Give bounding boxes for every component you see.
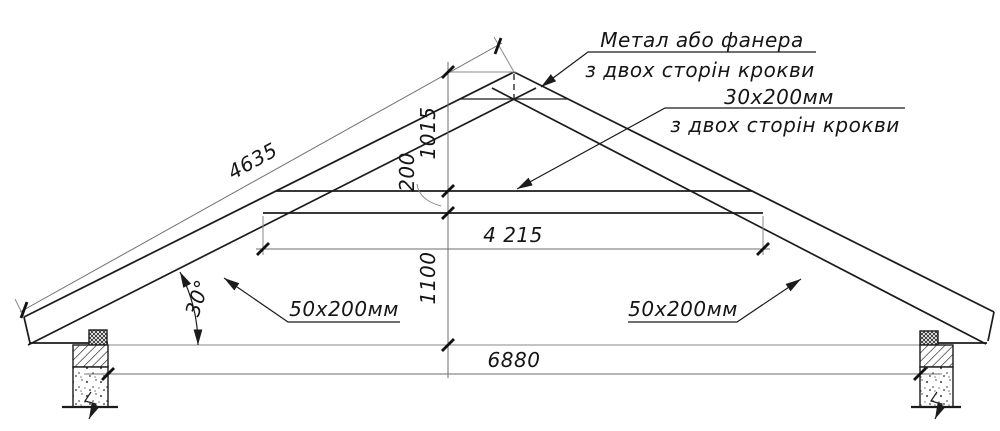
angle-arc bbox=[179, 271, 203, 346]
leader-right-rafter bbox=[628, 278, 802, 323]
right-masonry-block bbox=[919, 344, 954, 368]
tick bbox=[19, 301, 29, 319]
right-break-arrow bbox=[930, 391, 946, 420]
right-rafter-top-edge bbox=[513, 71, 995, 313]
tick bbox=[441, 184, 455, 198]
dimension-collar-length: 4 215 bbox=[256, 216, 770, 256]
callout-ridge-gusset-line1: Метал або фанера bbox=[600, 28, 803, 52]
dim-text-collar-depth: 200 bbox=[395, 152, 419, 192]
dimension-span: 6880 bbox=[86, 348, 942, 381]
tick bbox=[441, 65, 455, 79]
left-masonry-block bbox=[72, 344, 109, 368]
tick bbox=[493, 37, 503, 55]
dim-text-span: 6880 bbox=[488, 348, 541, 372]
dimension-vertical-chain: 1015 200 1100 bbox=[395, 62, 516, 378]
dim-text-collar-to-ceiling: 1100 bbox=[416, 252, 440, 305]
callout-ridge-gusset: Метал або фанера з двох сторін крокви bbox=[540, 28, 816, 88]
callout-left-rafter: 50х200мм bbox=[223, 277, 400, 323]
callout-collar-plank: 30х200мм з двох сторін крокви bbox=[516, 85, 905, 190]
tick bbox=[441, 338, 455, 352]
ext-line-apex bbox=[493, 36, 515, 73]
dim-text-rafter-length: 4635 bbox=[224, 138, 282, 185]
tick bbox=[756, 242, 770, 256]
tick bbox=[101, 367, 115, 381]
tick bbox=[913, 367, 927, 381]
left-rafter-tail-cut bbox=[23, 316, 31, 344]
dim-text-ridge-to-collar: 1015 bbox=[416, 107, 440, 160]
callout-collar-plank-line2: з двох сторін крокви bbox=[670, 113, 899, 137]
callout-right-rafter-label: 50х200мм bbox=[628, 297, 738, 321]
dimension-roof-pitch: 30° bbox=[179, 271, 214, 346]
callout-left-rafter-label: 50х200мм bbox=[289, 297, 399, 321]
right-rafter-tail-cut bbox=[987, 311, 995, 342]
left-rafter-bottom-edge bbox=[27, 87, 537, 346]
right-concrete-block bbox=[919, 366, 954, 408]
left-concrete-block bbox=[72, 366, 109, 408]
leader-collar-plank bbox=[516, 107, 905, 190]
dim-text-collar-length: 4 215 bbox=[483, 223, 543, 247]
collar-tie bbox=[263, 190, 763, 214]
right-wall-plate bbox=[919, 330, 939, 346]
leader-collar-depth bbox=[416, 183, 442, 207]
ridge-gusset-plate bbox=[460, 74, 568, 100]
left-rafter bbox=[23, 71, 537, 346]
callout-right-rafter: 50х200мм bbox=[628, 278, 802, 323]
tick bbox=[256, 242, 270, 256]
right-rafter-bottom-edge bbox=[491, 87, 987, 345]
left-break-arrow bbox=[84, 391, 100, 420]
callout-collar-plank-line1: 30х200мм bbox=[724, 85, 834, 109]
leader-ridge-gusset bbox=[540, 51, 816, 88]
leader-left-rafter bbox=[223, 277, 400, 323]
callout-ridge-gusset-line2: з двох сторін крокви bbox=[585, 58, 814, 82]
dim-line-4635 bbox=[19, 42, 503, 313]
left-rafter-top-edge bbox=[23, 71, 515, 318]
left-wall-plate bbox=[88, 329, 108, 346]
tick bbox=[441, 206, 455, 220]
